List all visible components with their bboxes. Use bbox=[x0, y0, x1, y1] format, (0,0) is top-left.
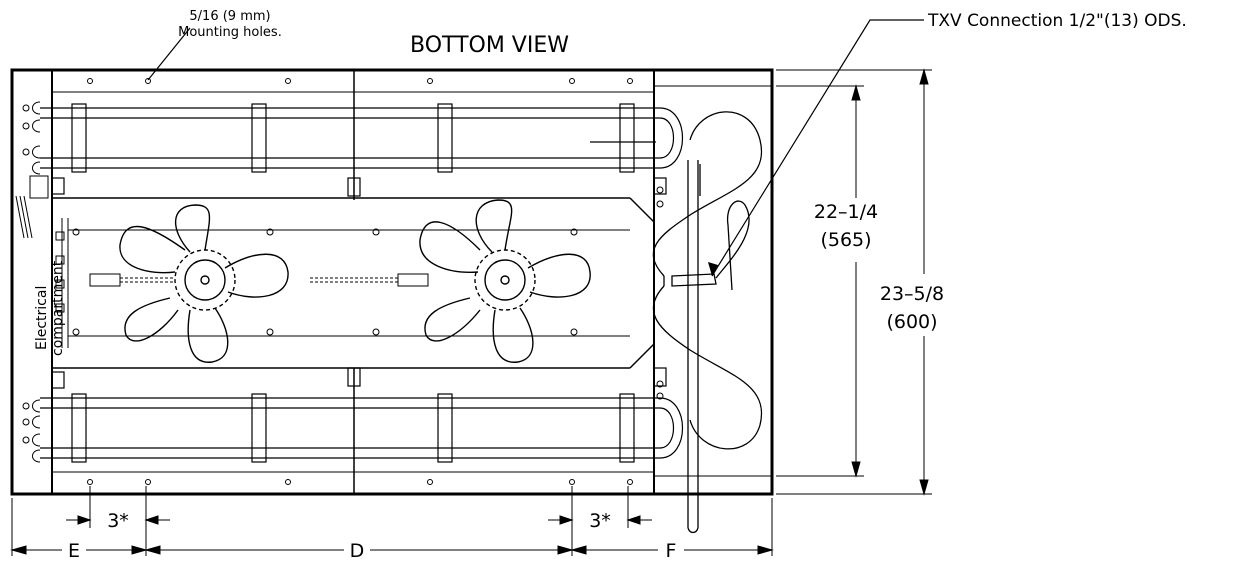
txv-leader bbox=[711, 19, 924, 277]
motor-shaft-1 bbox=[89, 273, 175, 287]
mounting-holes bbox=[87, 78, 633, 485]
distributor-tubing bbox=[652, 111, 763, 534]
unit-outline bbox=[10, 68, 774, 496]
left-spacing-label: 3* bbox=[107, 510, 129, 532]
fan-2 bbox=[419, 199, 591, 363]
top-coil-bends-left bbox=[22, 101, 41, 175]
txv-connection-label: TXV Connection 1/2"(13) ODS. bbox=[927, 11, 1187, 31]
fan-1 bbox=[119, 204, 289, 363]
dimension-extension-lines bbox=[11, 486, 773, 556]
electrical-label-line2: compartment bbox=[50, 260, 66, 356]
deck-screws bbox=[72, 186, 664, 400]
unit-height-metric: (600) bbox=[886, 311, 937, 333]
view-title: BOTTOM VIEW bbox=[410, 33, 569, 58]
top-coil bbox=[40, 103, 683, 173]
electrical-compartment bbox=[15, 175, 65, 348]
dimension-unit-height bbox=[776, 68, 932, 496]
mounting-holes-label: Mounting holes. bbox=[178, 25, 282, 40]
dimension-left-spacing bbox=[66, 515, 170, 525]
electrical-label-line1: Electrical bbox=[34, 286, 50, 350]
mounting-holes-leader bbox=[147, 27, 191, 81]
bottom-coil-bends-left bbox=[22, 399, 41, 463]
motor-shaft-2 bbox=[310, 273, 429, 287]
dimension-e-d-f bbox=[10, 545, 774, 555]
dimension-coil-height bbox=[776, 84, 864, 478]
txv-leader-arrow bbox=[708, 262, 718, 276]
bottom-coil bbox=[40, 393, 683, 463]
coil-height-value: 22–1/4 bbox=[814, 201, 878, 223]
dimension-right-spacing bbox=[548, 515, 652, 525]
mounting-holes-size: 5/16 (9 mm) bbox=[189, 9, 270, 24]
right-spacing-label: 3* bbox=[589, 510, 611, 532]
fan-deck bbox=[52, 197, 655, 369]
coil-height-metric: (565) bbox=[820, 229, 871, 251]
dimension-f-label: F bbox=[666, 540, 677, 561]
unit-height-value: 23–5/8 bbox=[880, 283, 944, 305]
dimension-d-label: D bbox=[350, 540, 365, 561]
bracket-tabs bbox=[51, 177, 667, 389]
dimension-e-label: E bbox=[68, 540, 80, 561]
